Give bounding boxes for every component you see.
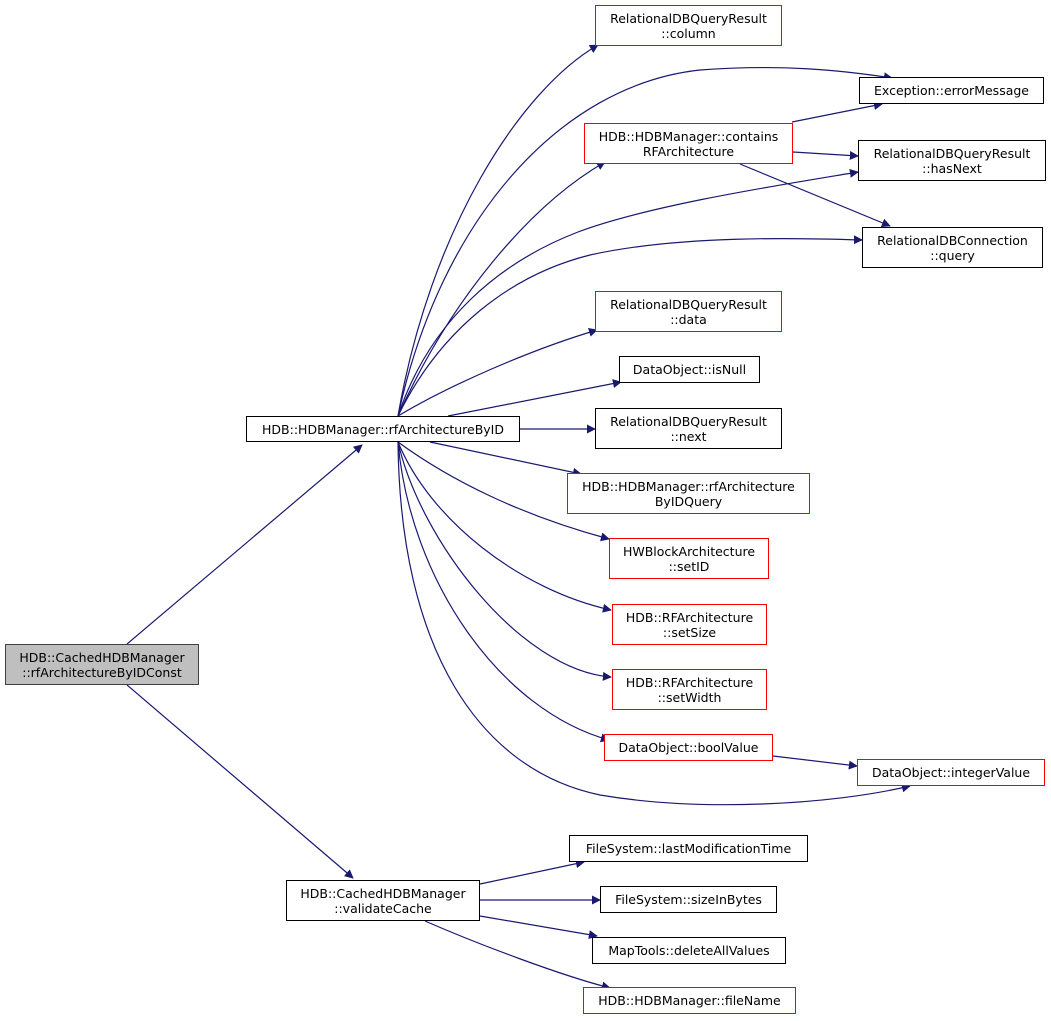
edge-rfarch-to-rfarchquery bbox=[429, 441, 582, 477]
edge-containsrf-to-errormessage bbox=[791, 101, 883, 123]
edge-rfarch-to-data bbox=[397, 328, 598, 417]
edge-root-to-rfarchitecturebyid bbox=[126, 444, 363, 645]
node-relationaldbconnection-query[interactable]: RelationalDBConnection::query bbox=[862, 227, 1043, 268]
edge-rfarch-to-setid bbox=[397, 441, 610, 542]
edge-rfarch-to-containsrf bbox=[397, 161, 606, 417]
edge-rfarch-to-setwidth bbox=[397, 441, 612, 681]
node-dataobject-isnull[interactable]: DataObject::isNull bbox=[619, 356, 760, 383]
node-hdbmanager-filename[interactable]: HDB::HDBManager::fileName bbox=[583, 987, 796, 1014]
edge-validatecache-to-lastmodtime bbox=[479, 859, 585, 885]
node-exception-errormessage[interactable]: Exception::errorMessage bbox=[859, 77, 1044, 104]
node-relationaldbqueryresult-column[interactable]: RelationalDBQueryResult::column bbox=[595, 5, 782, 46]
node-rfarchitecture-setwidth[interactable]: HDB::RFArchitecture::setWidth bbox=[612, 669, 767, 710]
edge-containsrf-to-query bbox=[739, 163, 891, 228]
node-validatecache[interactable]: HDB::CachedHDBManager::validateCache bbox=[286, 880, 480, 921]
edge-boolvalue-to-integervalue bbox=[772, 755, 858, 770]
node-relationaldbqueryresult-next[interactable]: RelationalDBQueryResult::next bbox=[595, 408, 782, 449]
edge-containsrf-to-hasnext bbox=[792, 151, 859, 160]
node-rfarchitecture-setsize[interactable]: HDB::RFArchitecture::setSize bbox=[612, 604, 767, 645]
node-maptools-deleteallvalues[interactable]: MapTools::deleteAllValues bbox=[592, 937, 786, 964]
edge-rfarch-to-boolvalue bbox=[397, 441, 610, 743]
node-dataobject-integervalue[interactable]: DataObject::integerValue bbox=[857, 759, 1045, 786]
edge-rfarch-to-query bbox=[397, 235, 863, 417]
edge-root-to-validatecache bbox=[126, 684, 354, 879]
edge-rfarch-to-column bbox=[397, 44, 599, 417]
edge-validatecache-to-filename bbox=[424, 920, 611, 991]
node-root-rfarchitecturebyidconst: HDB::CachedHDBManager::rfArchitectureByI… bbox=[5, 644, 199, 685]
node-relationaldbqueryresult-data[interactable]: RelationalDBQueryResult::data bbox=[595, 291, 782, 332]
node-filesystem-lastmodificationtime[interactable]: FileSystem::lastModificationTime bbox=[569, 835, 808, 862]
node-rfarchitecturebyid[interactable]: HDB::HDBManager::rfArchitectureByID bbox=[246, 416, 520, 442]
node-hwblockarchitecture-setid[interactable]: HWBlockArchitecture::setID bbox=[609, 538, 769, 579]
node-dataobject-boolvalue[interactable]: DataObject::boolValue bbox=[604, 734, 773, 761]
node-relationaldbqueryresult-hasnext[interactable]: RelationalDBQueryResult::hasNext bbox=[858, 140, 1046, 181]
edge-rfarch-to-setsize bbox=[397, 441, 612, 613]
node-filesystem-sizeinbytes[interactable]: FileSystem::sizeInBytes bbox=[600, 886, 777, 913]
edge-rfarch-to-hasnext bbox=[397, 168, 859, 417]
edge-validatecache-to-deleteall bbox=[479, 915, 598, 940]
edge-rfarch-to-isnull bbox=[447, 379, 622, 417]
edge-rfarch-to-errormessage bbox=[397, 66, 893, 417]
edge-rfarch-to-integervalue bbox=[397, 441, 911, 806]
